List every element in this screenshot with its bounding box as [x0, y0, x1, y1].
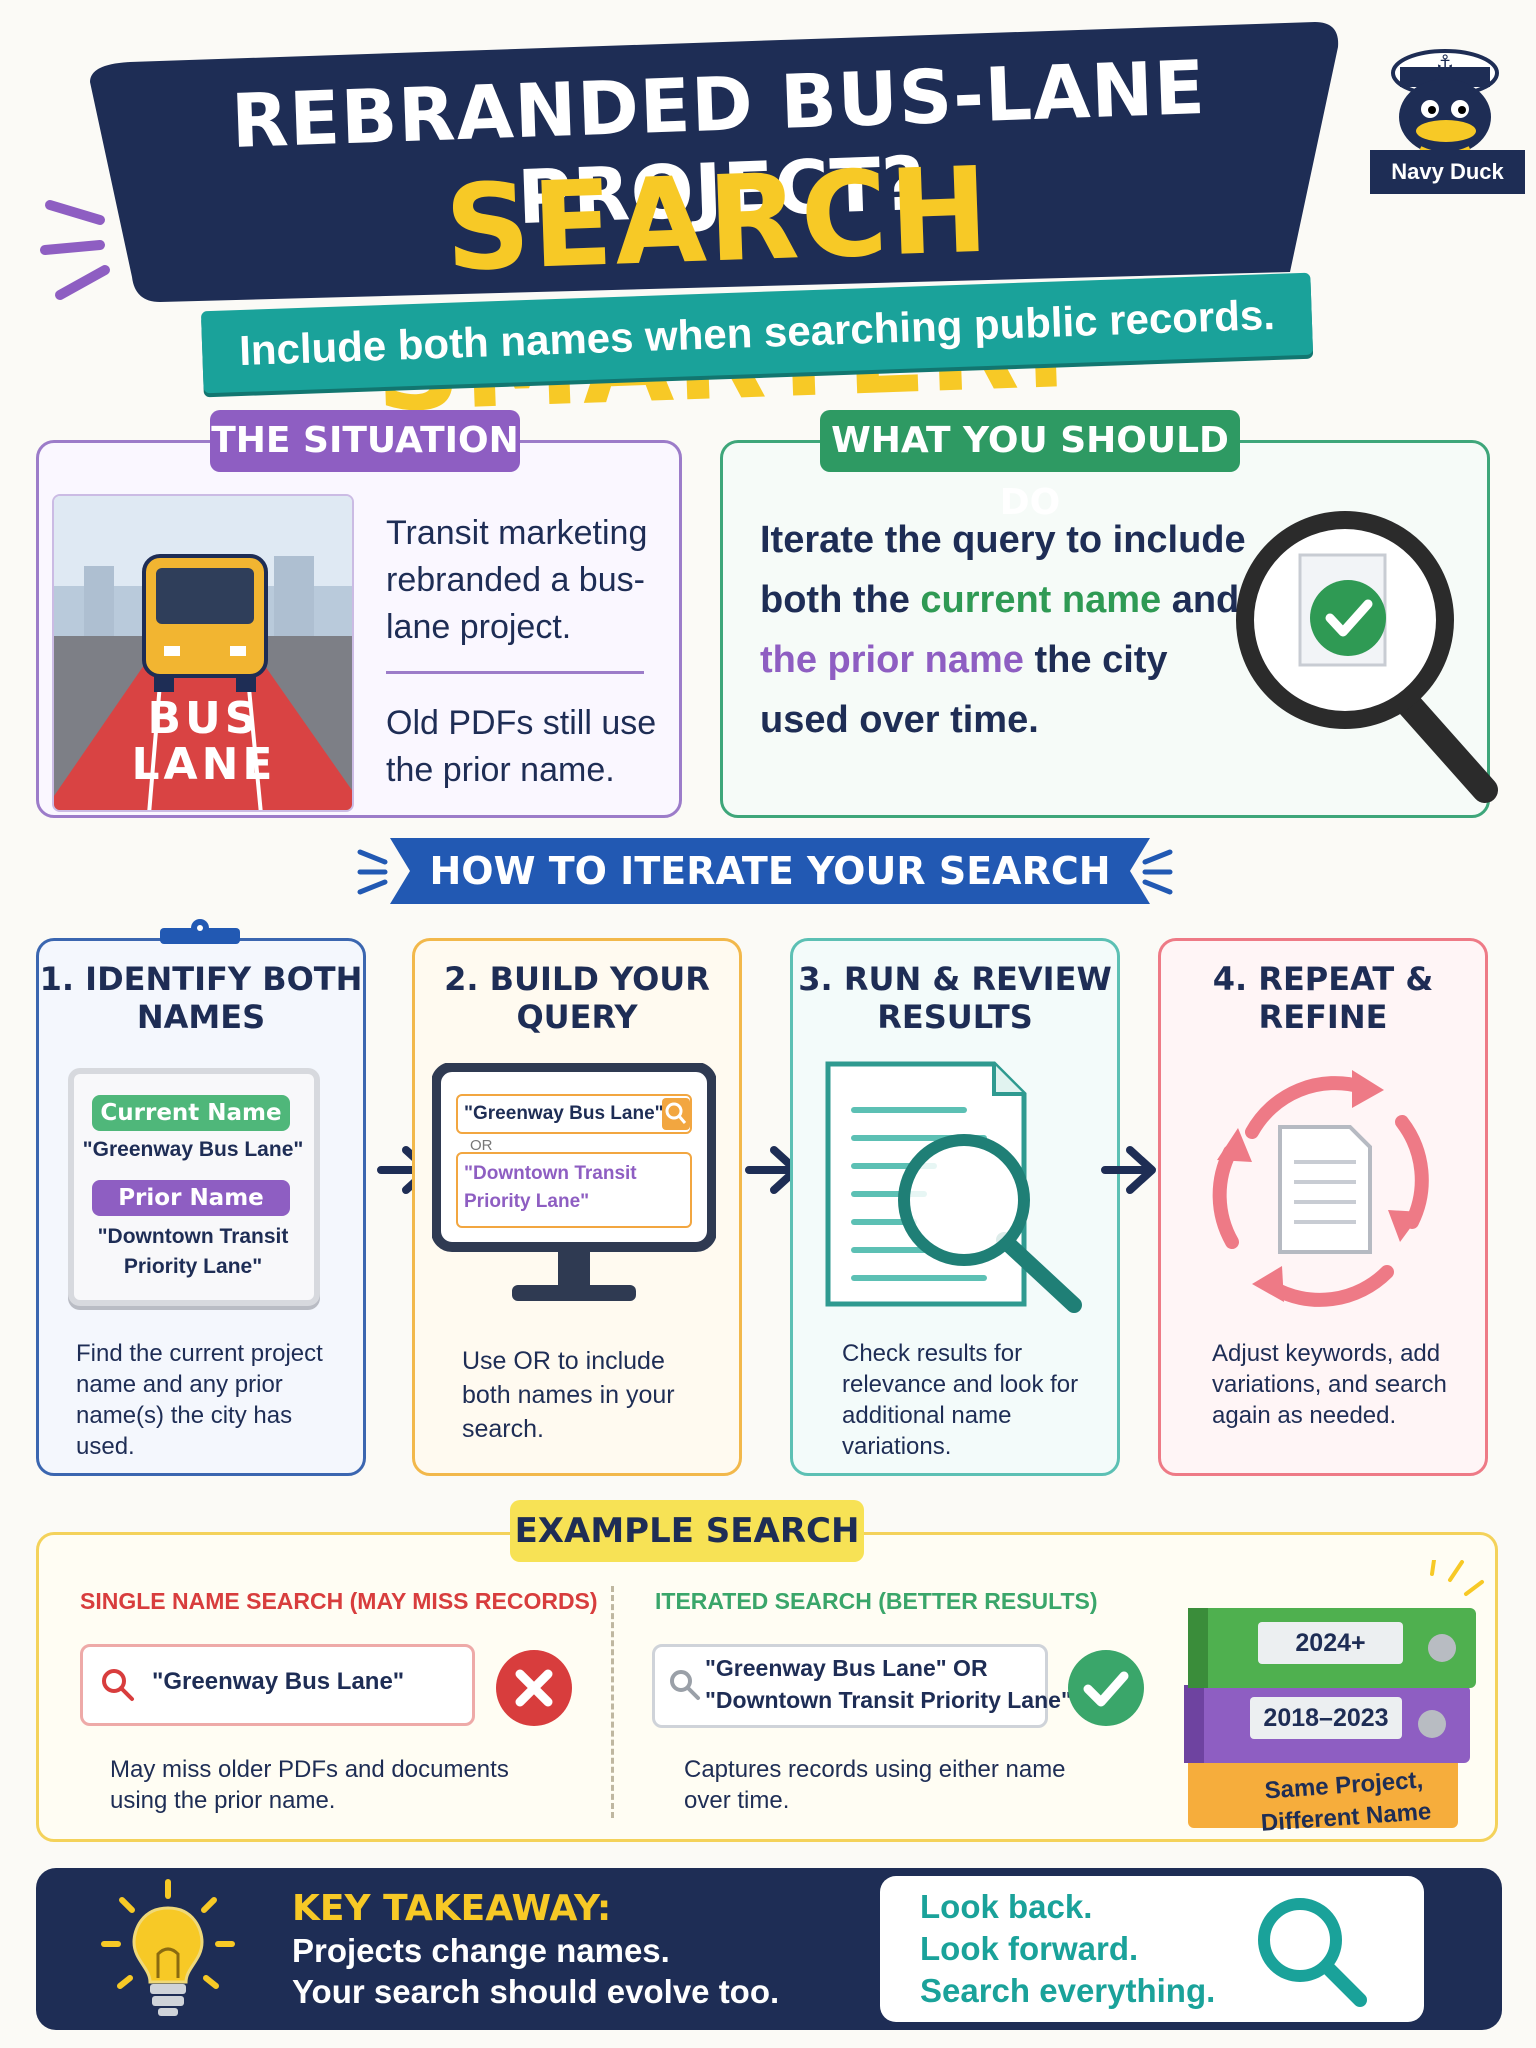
binder-label-2024: 2024+ [1258, 1622, 1403, 1664]
step4-desc: Adjust keywords, add variations, and sea… [1212, 1340, 1447, 1429]
key-takeaway-line2: Your search should evolve too. [292, 1973, 780, 2010]
situation-text-old-pdfs: Old PDFs still use the prior name. [386, 704, 657, 789]
do-highlight-current: current name [920, 579, 1162, 621]
or-operator: OR [470, 1137, 493, 1154]
document-magnifier-icon [825, 1061, 1082, 1313]
mascot-label: Navy Duck [1370, 150, 1525, 194]
svg-text:⚓: ⚓ [1436, 52, 1454, 74]
how-to-title: HOW TO ITERATE YOUR SEARCH [429, 849, 1111, 893]
spark-right-icon [1142, 849, 1173, 895]
step4-title: 4. REPEAT & REFINE [1212, 960, 1434, 1036]
current-name-pill: Current Name [92, 1095, 290, 1131]
prior-name-pill: Prior Name [92, 1180, 290, 1216]
situation-divider [386, 671, 644, 674]
refresh-cycle-icon [1212, 1070, 1429, 1307]
clipboard-clip-icon [160, 919, 240, 944]
do-text-part2: and [1161, 579, 1240, 621]
how-to-banner [390, 838, 1150, 904]
spark-left-icon [357, 849, 388, 895]
magnifier-check-icon [1236, 511, 1498, 803]
single-search-box[interactable] [80, 1644, 475, 1726]
query-field-prior: "Downtown Transit Priority Lane" [456, 1152, 692, 1228]
look-back-text: Look back. [920, 1888, 1093, 1925]
prior-name-value: "Downtown Transit Priority Lane" [97, 1225, 289, 1278]
do-highlight-prior: the prior name [760, 639, 1024, 681]
iterated-search-box[interactable] [652, 1644, 1048, 1728]
error-x-icon [496, 1650, 572, 1726]
step1-desc: Find the current project name and any pr… [76, 1340, 323, 1460]
step2-desc: Use OR to include both names in your sea… [462, 1347, 675, 1443]
situation-text-rebranded: Transit marketing rebranded a bus-lane p… [386, 514, 648, 646]
navy-duck-mascot-icon: ⚓ [1391, 49, 1499, 158]
situation-label: THE SITUATION [210, 410, 520, 472]
key-takeaway-line1: Projects change names. [292, 1932, 670, 1969]
iterated-query-line2: "Downtown Transit Priority Lane" [705, 1687, 1072, 1713]
example-label: EXAMPLE SEARCH [510, 1500, 864, 1562]
iterated-search-heading: ITERATED SEARCH (BETTER RESULTS) [655, 1588, 1098, 1614]
search-icon [102, 1669, 134, 1701]
search-everything-text: Search everything. [920, 1972, 1216, 2009]
success-check-icon [1068, 1650, 1144, 1726]
current-name-value: "Greenway Bus Lane" [82, 1138, 304, 1161]
binder-label-2018-2023: 2018–2023 [1250, 1697, 1402, 1739]
query-field-current: "Greenway Bus Lane" [456, 1094, 692, 1134]
single-search-desc: May miss older PDFs and documents using … [110, 1756, 509, 1814]
iterated-search-desc: Captures records using either name over … [684, 1756, 1066, 1814]
what-to-do-text: Iterate the query to include both the cu… [760, 510, 1250, 750]
spark-lines-icon [40, 200, 110, 300]
search-icon [662, 1098, 690, 1130]
key-takeaway-title: KEY TAKEAWAY: [292, 1888, 612, 1929]
example-divider [611, 1586, 614, 1818]
step2-title: 2. BUILD YOUR QUERY [444, 960, 710, 1036]
lightbulb-icon [101, 1879, 235, 2016]
header-banner [90, 22, 1339, 302]
step3-desc: Check results for relevance and look for… [842, 1340, 1079, 1460]
search-icon [670, 1670, 700, 1700]
road-text: BUS LANE [131, 693, 277, 790]
iterated-query-line1: "Greenway Bus Lane" OR [705, 1655, 988, 1681]
step1-title: 1. IDENTIFY BOTH NAMES [39, 960, 363, 1036]
bus-lane-illustration: BUS LANE [52, 494, 354, 812]
what-to-do-label: WHAT YOU SHOULD DO [820, 410, 1240, 523]
step3-title: 3. RUN & REVIEW RESULTS [798, 960, 1112, 1036]
iterated-search-query: "Greenway Bus Lane" OR "Downtown Transit… [705, 1652, 1072, 1716]
single-search-heading: SINGLE NAME SEARCH (MAY MISS RECORDS) [80, 1588, 598, 1614]
do-text-part1: Iterate the query to include both the [760, 519, 1246, 621]
single-search-query: "Greenway Bus Lane" [152, 1668, 405, 1695]
look-forward-text: Look forward. [920, 1930, 1139, 1967]
do-text-part3: the city used over time. [760, 639, 1168, 741]
arrow-right-icon [1101, 1146, 1156, 1194]
search-icon [1258, 1898, 1367, 2007]
